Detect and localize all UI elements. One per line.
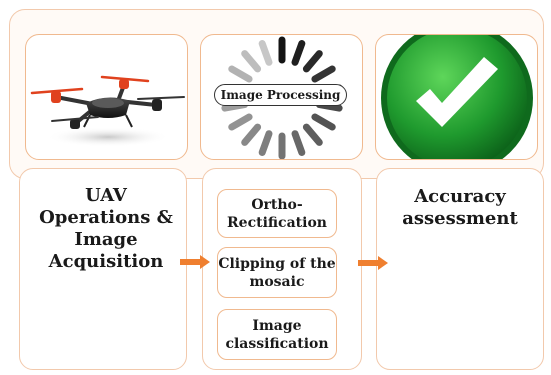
- stage-3-title: Accuracy assessment: [402, 186, 518, 229]
- spinner-tick: [302, 50, 323, 73]
- spinner-tick: [258, 39, 273, 66]
- spinner-tick: [311, 113, 336, 131]
- spinner-tick: [241, 123, 262, 146]
- spinner-tick: [291, 130, 306, 157]
- spinner-tick: [228, 113, 253, 131]
- image-processing-label: Image Processing: [214, 84, 347, 106]
- spinner-tick: [241, 50, 262, 73]
- image-classification-box: Image classification: [217, 309, 337, 360]
- drone-image: [25, 34, 188, 160]
- stage-1-column: [19, 168, 187, 370]
- ortho-rectification-box: Ortho-Rectification: [217, 189, 337, 238]
- stage-1-title: UAV Operations & Image Acquisition: [39, 185, 173, 272]
- arrow-right-icon: [358, 256, 388, 270]
- spinner-tick: [228, 65, 253, 83]
- spinner-tick: [311, 65, 336, 83]
- checkmark-icon: [381, 35, 533, 159]
- spinner-tick: [302, 123, 323, 146]
- spinner-tick: [258, 130, 273, 157]
- spinner-tick: [291, 39, 306, 66]
- stage-3-column: [376, 168, 544, 370]
- clipping-mosaic-box: Clipping of the mosaic: [217, 247, 337, 298]
- arrow-right-icon: [180, 255, 210, 269]
- drone-icon: [30, 75, 185, 147]
- accuracy-image: [375, 34, 538, 160]
